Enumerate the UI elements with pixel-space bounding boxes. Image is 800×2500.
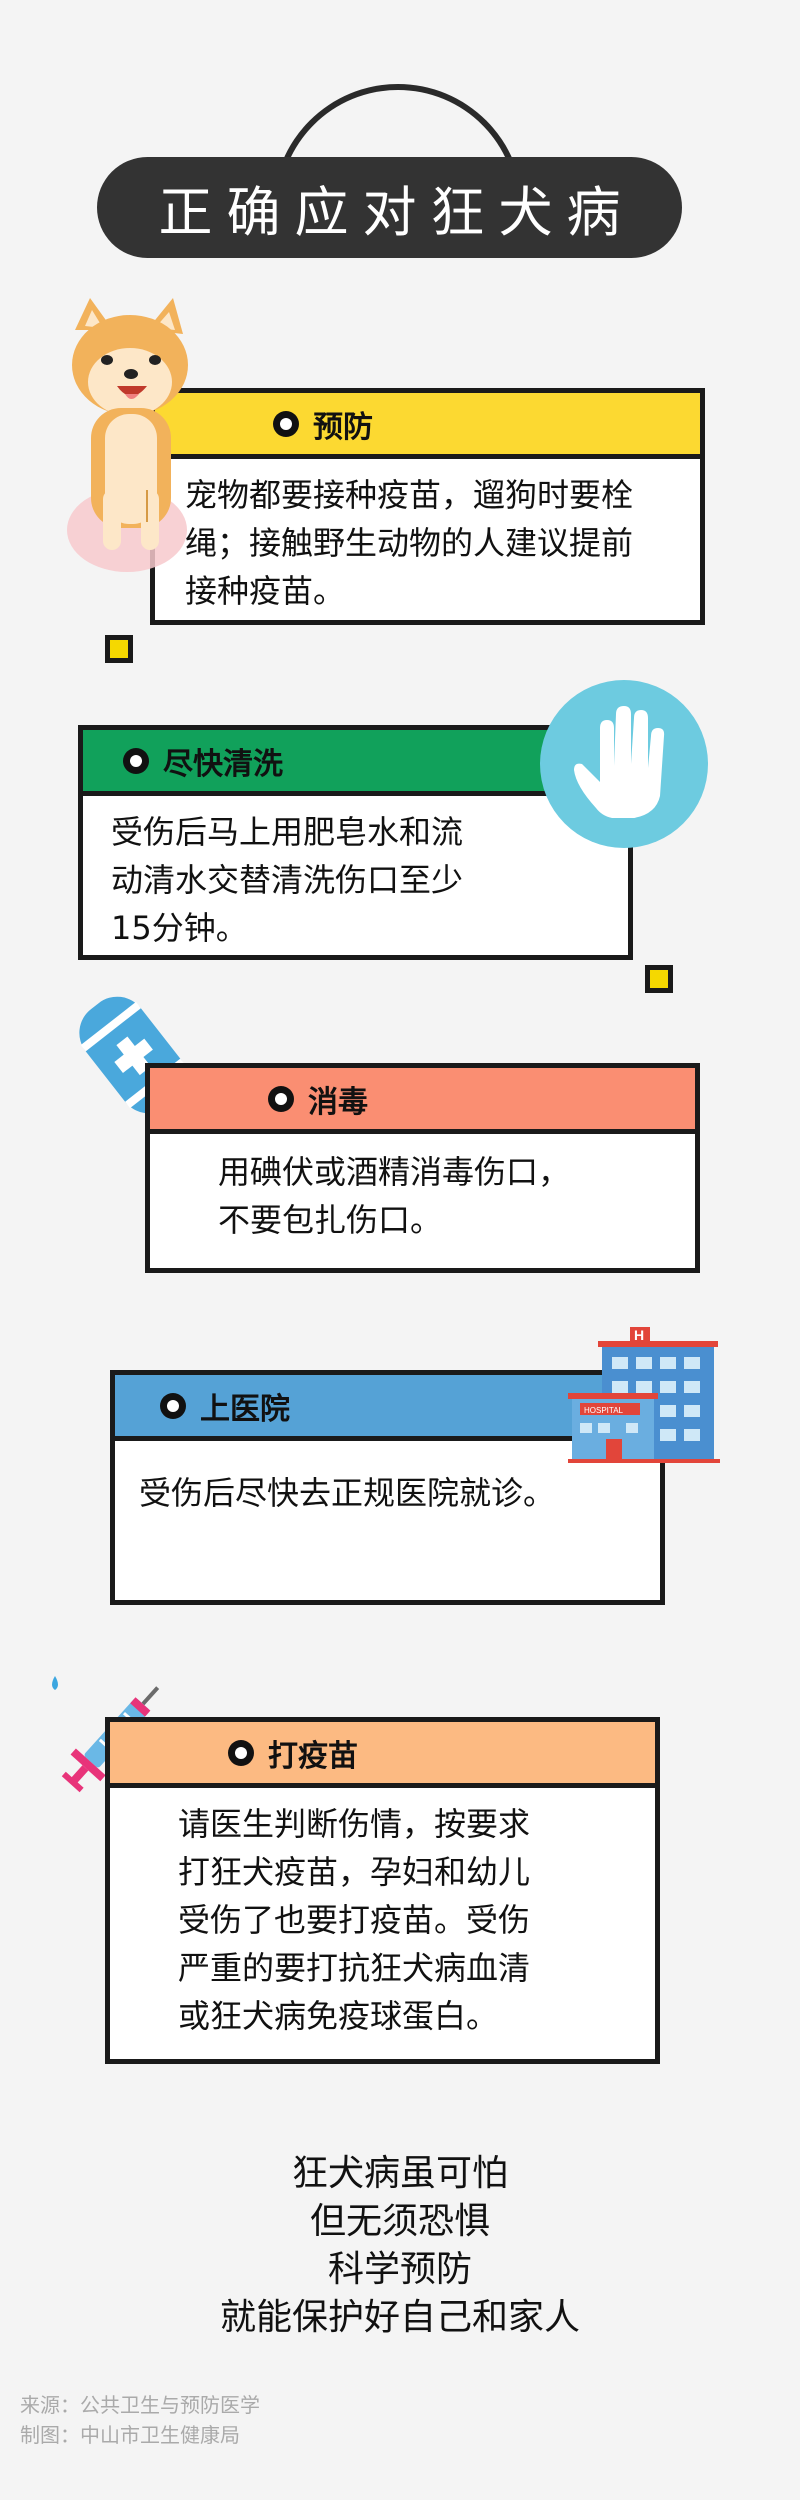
title-banner: 正确应对狂犬病 [0,0,800,270]
source-credits: 来源：公共卫生与预防医学 制图：中山市卫生健康局 [20,2390,260,2450]
body-line: 绳；接触野生动物的人建议提前 [185,524,634,562]
source-line: 来源：公共卫生与预防医学 [20,2393,260,2417]
decorative-square [645,965,673,993]
card-wash-header: 尽快清洗 [83,730,628,796]
card-wash-heading: 尽快清洗 [163,746,283,782]
body-line: 用碘伏或酒精消毒伤口， [218,1153,571,1191]
card-prevention-body: 宠物都要接种疫苗，遛狗时要栓 绳；接触野生动物的人建议提前 接种疫苗。 [155,459,700,615]
body-line: 严重的要打抗狂犬病血清 [178,1949,531,1987]
card-wash-body: 受伤后马上用肥皂水和流 动清水交替清洗伤口至少 15分钟。 [83,796,628,952]
hand-icon [540,680,708,848]
body-line: 接种疫苗。 [185,572,346,610]
body-line: 打狂犬疫苗，孕妇和幼儿 [178,1853,531,1891]
closing-line: 狂犬病虽可怕 [291,2153,508,2194]
card-disinfect-heading: 消毒 [308,1084,368,1120]
card-disinfect-body: 用碘伏或酒精消毒伤口， 不要包扎伤口。 [150,1134,695,1244]
bullet-icon [228,1739,254,1766]
hospital-illustration: H HOSPITAL [568,1327,720,1463]
body-line: 受伤后尽快去正规医院就诊。 [139,1474,556,1512]
closing-line: 科学预防 [327,2249,472,2290]
page-title: 正确应对狂犬病 [158,181,635,244]
body-line: 受伤了也要打疫苗。受伤 [178,1901,531,1939]
closing-message: 狂犬病虽可怕 但无须恐惧 科学预防 就能保护好自己和家人 [0,2150,800,2342]
card-vaccine-header: 打疫苗 [110,1722,655,1788]
card-disinfect: 消毒 用碘伏或酒精消毒伤口， 不要包扎伤口。 [145,1063,700,1273]
card-prevention: 预防 宠物都要接种疫苗，遛狗时要栓 绳；接触野生动物的人建议提前 接种疫苗。 [150,388,705,625]
card-vaccine-heading: 打疫苗 [268,1738,358,1774]
svg-text:H: H [634,1327,644,1343]
bullet-icon [160,1392,186,1419]
card-prevention-header: 预防 [155,393,700,459]
body-line: 不要包扎伤口。 [218,1201,443,1239]
body-line: 受伤后马上用肥皂水和流 [111,813,464,851]
card-vaccine: 打疫苗 请医生判断伤情，按要求 打狂犬疫苗，孕妇和幼儿 受伤了也要打疫苗。受伤 … [105,1717,660,2064]
decorative-square [105,635,133,663]
closing-line: 但无须恐惧 [309,2201,490,2242]
closing-line: 就能保护好自己和家人 [219,2297,580,2338]
bullet-icon [268,1085,294,1112]
card-hospital: 上医院 受伤后尽快去正规医院就诊。 [110,1370,665,1605]
card-hospital-heading: 上医院 [200,1391,290,1427]
body-line: 请医生判断伤情，按要求 [178,1805,531,1843]
card-disinfect-header: 消毒 [150,1068,695,1134]
card-prevention-heading: 预防 [313,409,373,445]
body-line: 或狂犬病免疫球蛋白。 [178,1997,499,2035]
card-hospital-header: 上医院 [115,1375,660,1441]
shiba-dog-illustration [67,298,188,572]
bullet-icon [123,747,149,774]
title-pill: 正确应对狂犬病 [97,157,682,258]
card-hospital-body: 受伤后尽快去正规医院就诊。 [115,1441,660,1517]
body-line: 动清水交替清洗伤口至少 [111,861,464,899]
body-line: 宠物都要接种疫苗，遛狗时要栓 [185,476,634,514]
bullet-icon [273,410,299,437]
credit-line: 制图：中山市卫生健康局 [20,2423,240,2447]
card-vaccine-body: 请医生判断伤情，按要求 打狂犬疫苗，孕妇和幼儿 受伤了也要打疫苗。受伤 严重的要… [110,1788,655,2040]
body-line: 15分钟。 [111,909,248,947]
hospital-sign: HOSPITAL [584,1406,624,1415]
